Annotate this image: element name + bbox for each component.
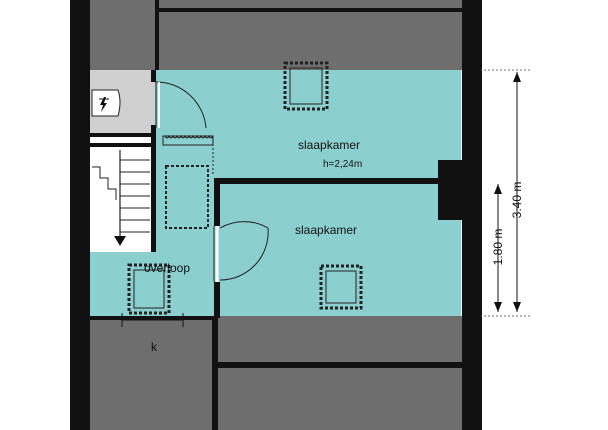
door-boiler-area xyxy=(155,81,207,129)
radiator-icon xyxy=(162,134,214,175)
floor-landing-upper xyxy=(155,70,218,182)
room-label-landing: overloop xyxy=(144,261,190,275)
dimension-label-3-40: 3.40 m xyxy=(510,182,524,219)
skylight-icon xyxy=(127,263,171,315)
stair-arrow-icon xyxy=(114,236,126,246)
skylight-icon xyxy=(283,61,329,111)
dimension-label-1-80: 1.80 m xyxy=(491,229,505,266)
roof-slope-bottom xyxy=(218,316,462,430)
knee-wall-marker xyxy=(121,313,184,327)
room-label-k: k xyxy=(151,340,158,354)
floor-bedroom-bottom xyxy=(218,182,461,316)
boiler-icon xyxy=(91,89,121,117)
room-label-bedroom-bottom: slaapkamer xyxy=(295,223,357,237)
skylight-icon xyxy=(165,165,209,229)
dimension-line-1-80 xyxy=(494,184,502,312)
walls xyxy=(70,0,482,430)
stair xyxy=(90,145,155,252)
roof-slope-top-left xyxy=(90,0,155,70)
skylight-icon xyxy=(319,264,363,310)
door-bedroom-bottom xyxy=(213,221,269,282)
dimension-line-3-40 xyxy=(480,69,532,317)
roof-slope-bottom-left xyxy=(90,318,215,430)
room-label-bedroom-top: slaapkamer xyxy=(298,138,360,152)
room-height-label: h=2,24m xyxy=(323,159,362,170)
